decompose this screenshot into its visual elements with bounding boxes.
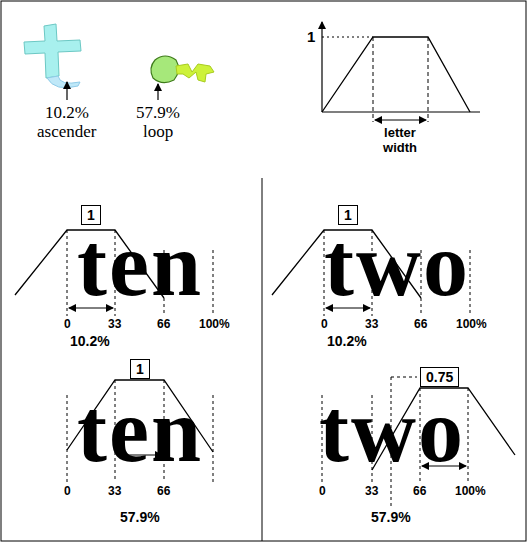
membership-value: 1 — [136, 361, 144, 377]
feature-position: 57.9% — [371, 510, 411, 525]
tick-label: 66 — [157, 318, 170, 331]
tick-label: 33 — [365, 318, 378, 331]
axis-value: 1 — [307, 29, 315, 46]
word: two — [324, 220, 470, 310]
feature-position: 10.2% — [327, 334, 367, 349]
membership-box: 0.75 — [420, 367, 459, 387]
tick-label: 100% — [199, 318, 230, 331]
membership-value: 0.75 — [426, 369, 453, 385]
feature-value: 10.2% — [45, 104, 89, 123]
tick-label: 66 — [414, 318, 427, 331]
tick-label: 33 — [108, 318, 121, 331]
word: ten — [77, 220, 203, 310]
tick-label: 100% — [455, 485, 486, 498]
feature-position: 57.9% — [120, 510, 160, 525]
tick-label: 33 — [108, 485, 121, 498]
tick-label: 0 — [319, 485, 326, 498]
word: two — [319, 386, 465, 476]
tick-label: 66 — [413, 485, 426, 498]
tick-label: 0 — [321, 318, 328, 331]
feature-name: loop — [143, 123, 173, 142]
tick-label: 0 — [64, 485, 71, 498]
feature-position: 10.2% — [70, 334, 110, 349]
axis-label: letter width — [372, 126, 428, 156]
feature-value: 57.9% — [136, 104, 180, 123]
tick-label: 33 — [365, 485, 378, 498]
tick-label: 66 — [157, 485, 170, 498]
feature-name: ascender — [37, 123, 96, 142]
membership-box: 1 — [130, 359, 150, 379]
tick-label: 100% — [456, 318, 487, 331]
tick-label: 0 — [64, 318, 71, 331]
word: ten — [77, 386, 203, 476]
